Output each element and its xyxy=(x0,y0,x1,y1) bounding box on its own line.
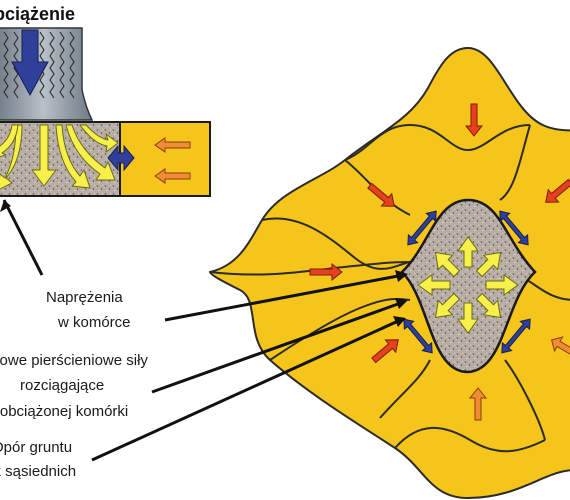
side-section xyxy=(0,27,211,276)
label-ring-line2: rozciągające xyxy=(20,377,104,394)
load-arrow xyxy=(11,29,49,97)
label-soil-line1: Opór gruntu xyxy=(0,439,72,456)
loaded-cell xyxy=(400,198,537,374)
cell-strip xyxy=(0,121,211,197)
label-stress: Naprężenia w komórce xyxy=(46,270,408,331)
stress-arrows xyxy=(417,236,519,334)
label-soil: Opór gruntu i komórek sąsiednich xyxy=(0,316,406,480)
label-ring-line1: Obwodowe pierścieniowe siły xyxy=(0,352,148,369)
label-ring: Obwodowe pierścieniowe siły rozciągające… xyxy=(0,298,408,420)
wall-arrow xyxy=(107,144,135,172)
reaction-arrows xyxy=(309,103,570,364)
title: Obciążenie xyxy=(0,4,75,24)
label-soil-line2: i komórek sąsiednich xyxy=(0,463,76,480)
label-ring-line3: w ścianie obciążonej komórki xyxy=(0,403,128,420)
label-stress-line1: Naprężenia xyxy=(46,289,123,306)
label-stress-line2: w komórce xyxy=(57,314,131,331)
plan-view xyxy=(208,46,570,500)
reaction-arrows-lower xyxy=(468,336,570,421)
load-block xyxy=(0,27,94,121)
hoop-force-arrows xyxy=(403,210,531,354)
leader-strip xyxy=(2,199,44,276)
